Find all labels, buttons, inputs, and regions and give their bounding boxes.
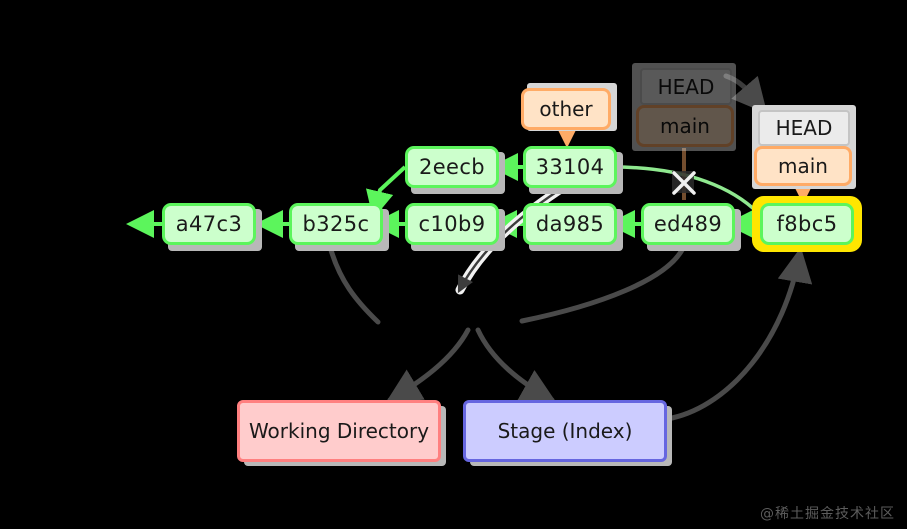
commit-node-ed489[interactable]: ed489 [641,203,735,245]
commit-node-da985[interactable]: da985 [523,203,617,245]
branch-ref-main-current[interactable]: main [754,146,852,186]
curve-33104-to-f8bc5 [612,165,760,215]
commit-label: a47c3 [175,212,243,236]
branch-ref-main-ghost: main [636,105,734,147]
commit-label: 33104 [535,155,605,179]
watermark: @稀土掘金技术社区 [760,506,895,522]
commit-node-f8bc5[interactable]: f8bc5 [760,203,854,245]
stage-index-label: Stage (Index) [497,419,633,443]
commit-label: ed489 [653,212,723,236]
commit-label: da985 [535,212,605,236]
commit-label: f8bc5 [776,212,838,236]
branch-ref-label: other [539,97,593,121]
cut-x-icon [672,171,696,195]
commit-node-2eecb[interactable]: 2eecb [405,146,499,188]
commit-label: 2eecb [418,155,486,179]
arrow-b325c-down [328,247,381,325]
branch-ref-label: main [778,154,828,178]
head-text: HEAD [657,74,715,99]
branch-ref-label: main [660,114,710,138]
working-directory-label: Working Directory [248,419,430,443]
commit-node-c10b9[interactable]: c10b9 [405,203,499,245]
arrow-ed489-down [519,247,685,324]
commit-node-a47c3[interactable]: a47c3 [162,203,256,245]
ref-panel-ghost [632,63,736,151]
commit-label: c10b9 [418,212,486,236]
head-label-current[interactable]: HEAD [758,110,850,146]
stage-index-box[interactable]: Stage (Index) [463,400,667,462]
branch-ref-other[interactable]: other [521,88,611,130]
arrow-to-working-directory [385,327,471,403]
head-text: HEAD [775,116,833,140]
arrow-to-stage [475,327,557,403]
arrow-stage-to-f8bc5 [669,247,813,421]
working-directory-box[interactable]: Working Directory [237,400,441,462]
commit-node-b325c[interactable]: b325c [289,203,383,245]
head-label-ghost: HEAD [640,68,732,105]
commit-label: b325c [302,212,370,236]
commit-node-33104[interactable]: 33104 [523,146,617,188]
